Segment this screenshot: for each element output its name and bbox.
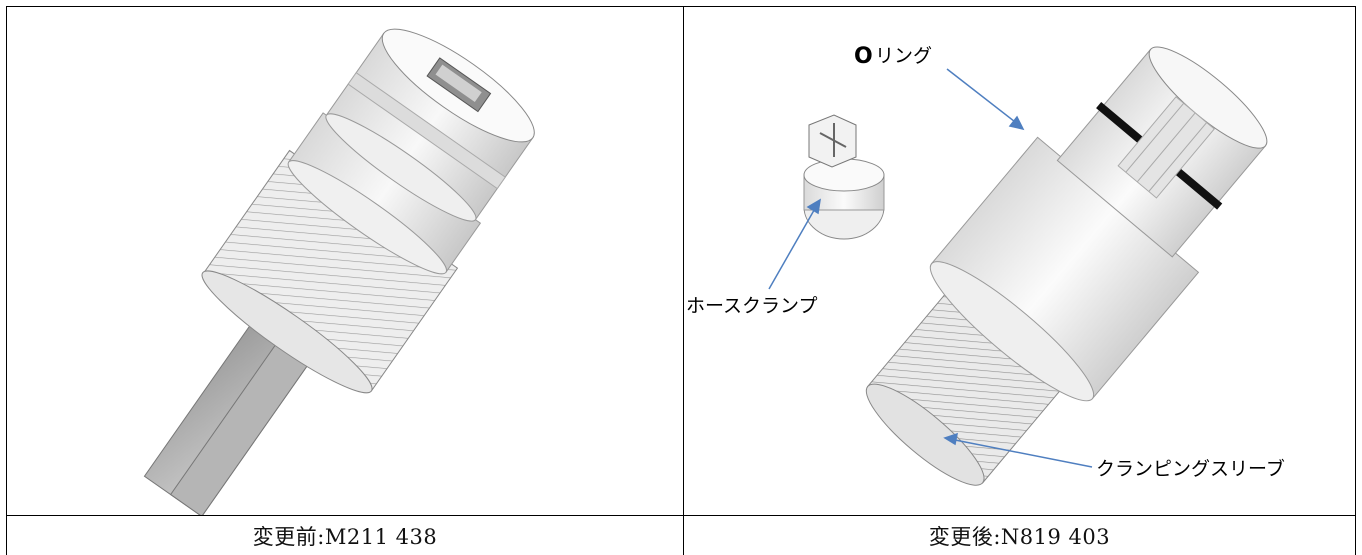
- clamping-sleeve-label: クランピングスリーブ: [1096, 457, 1285, 480]
- o-ring-label-letter: O: [854, 44, 873, 69]
- before-part-illustration: [143, 28, 535, 515]
- after-part-illustration: O リング ホースクランプ クランピングスリーブ: [686, 44, 1285, 486]
- after-part-body: [803, 46, 1268, 486]
- before-image-cell: [6, 6, 684, 516]
- callout-arrows: [768, 68, 1093, 468]
- before-caption: 変更前:M211 438: [252, 525, 438, 549]
- before-part-body: [143, 28, 535, 515]
- hose-clamp-label: ホースクランプ: [686, 295, 817, 317]
- after-image-cell: O リング ホースクランプ クランピングスリーブ: [683, 6, 1356, 516]
- after-caption-cell: 変更後:N819 403: [683, 515, 1356, 555]
- o-ring-label: リング: [875, 45, 932, 67]
- hose-clamp-shape: [803, 114, 885, 240]
- before-caption-cell: 変更前:M211 438: [6, 515, 684, 555]
- after-caption: 変更後:N819 403: [928, 525, 1111, 549]
